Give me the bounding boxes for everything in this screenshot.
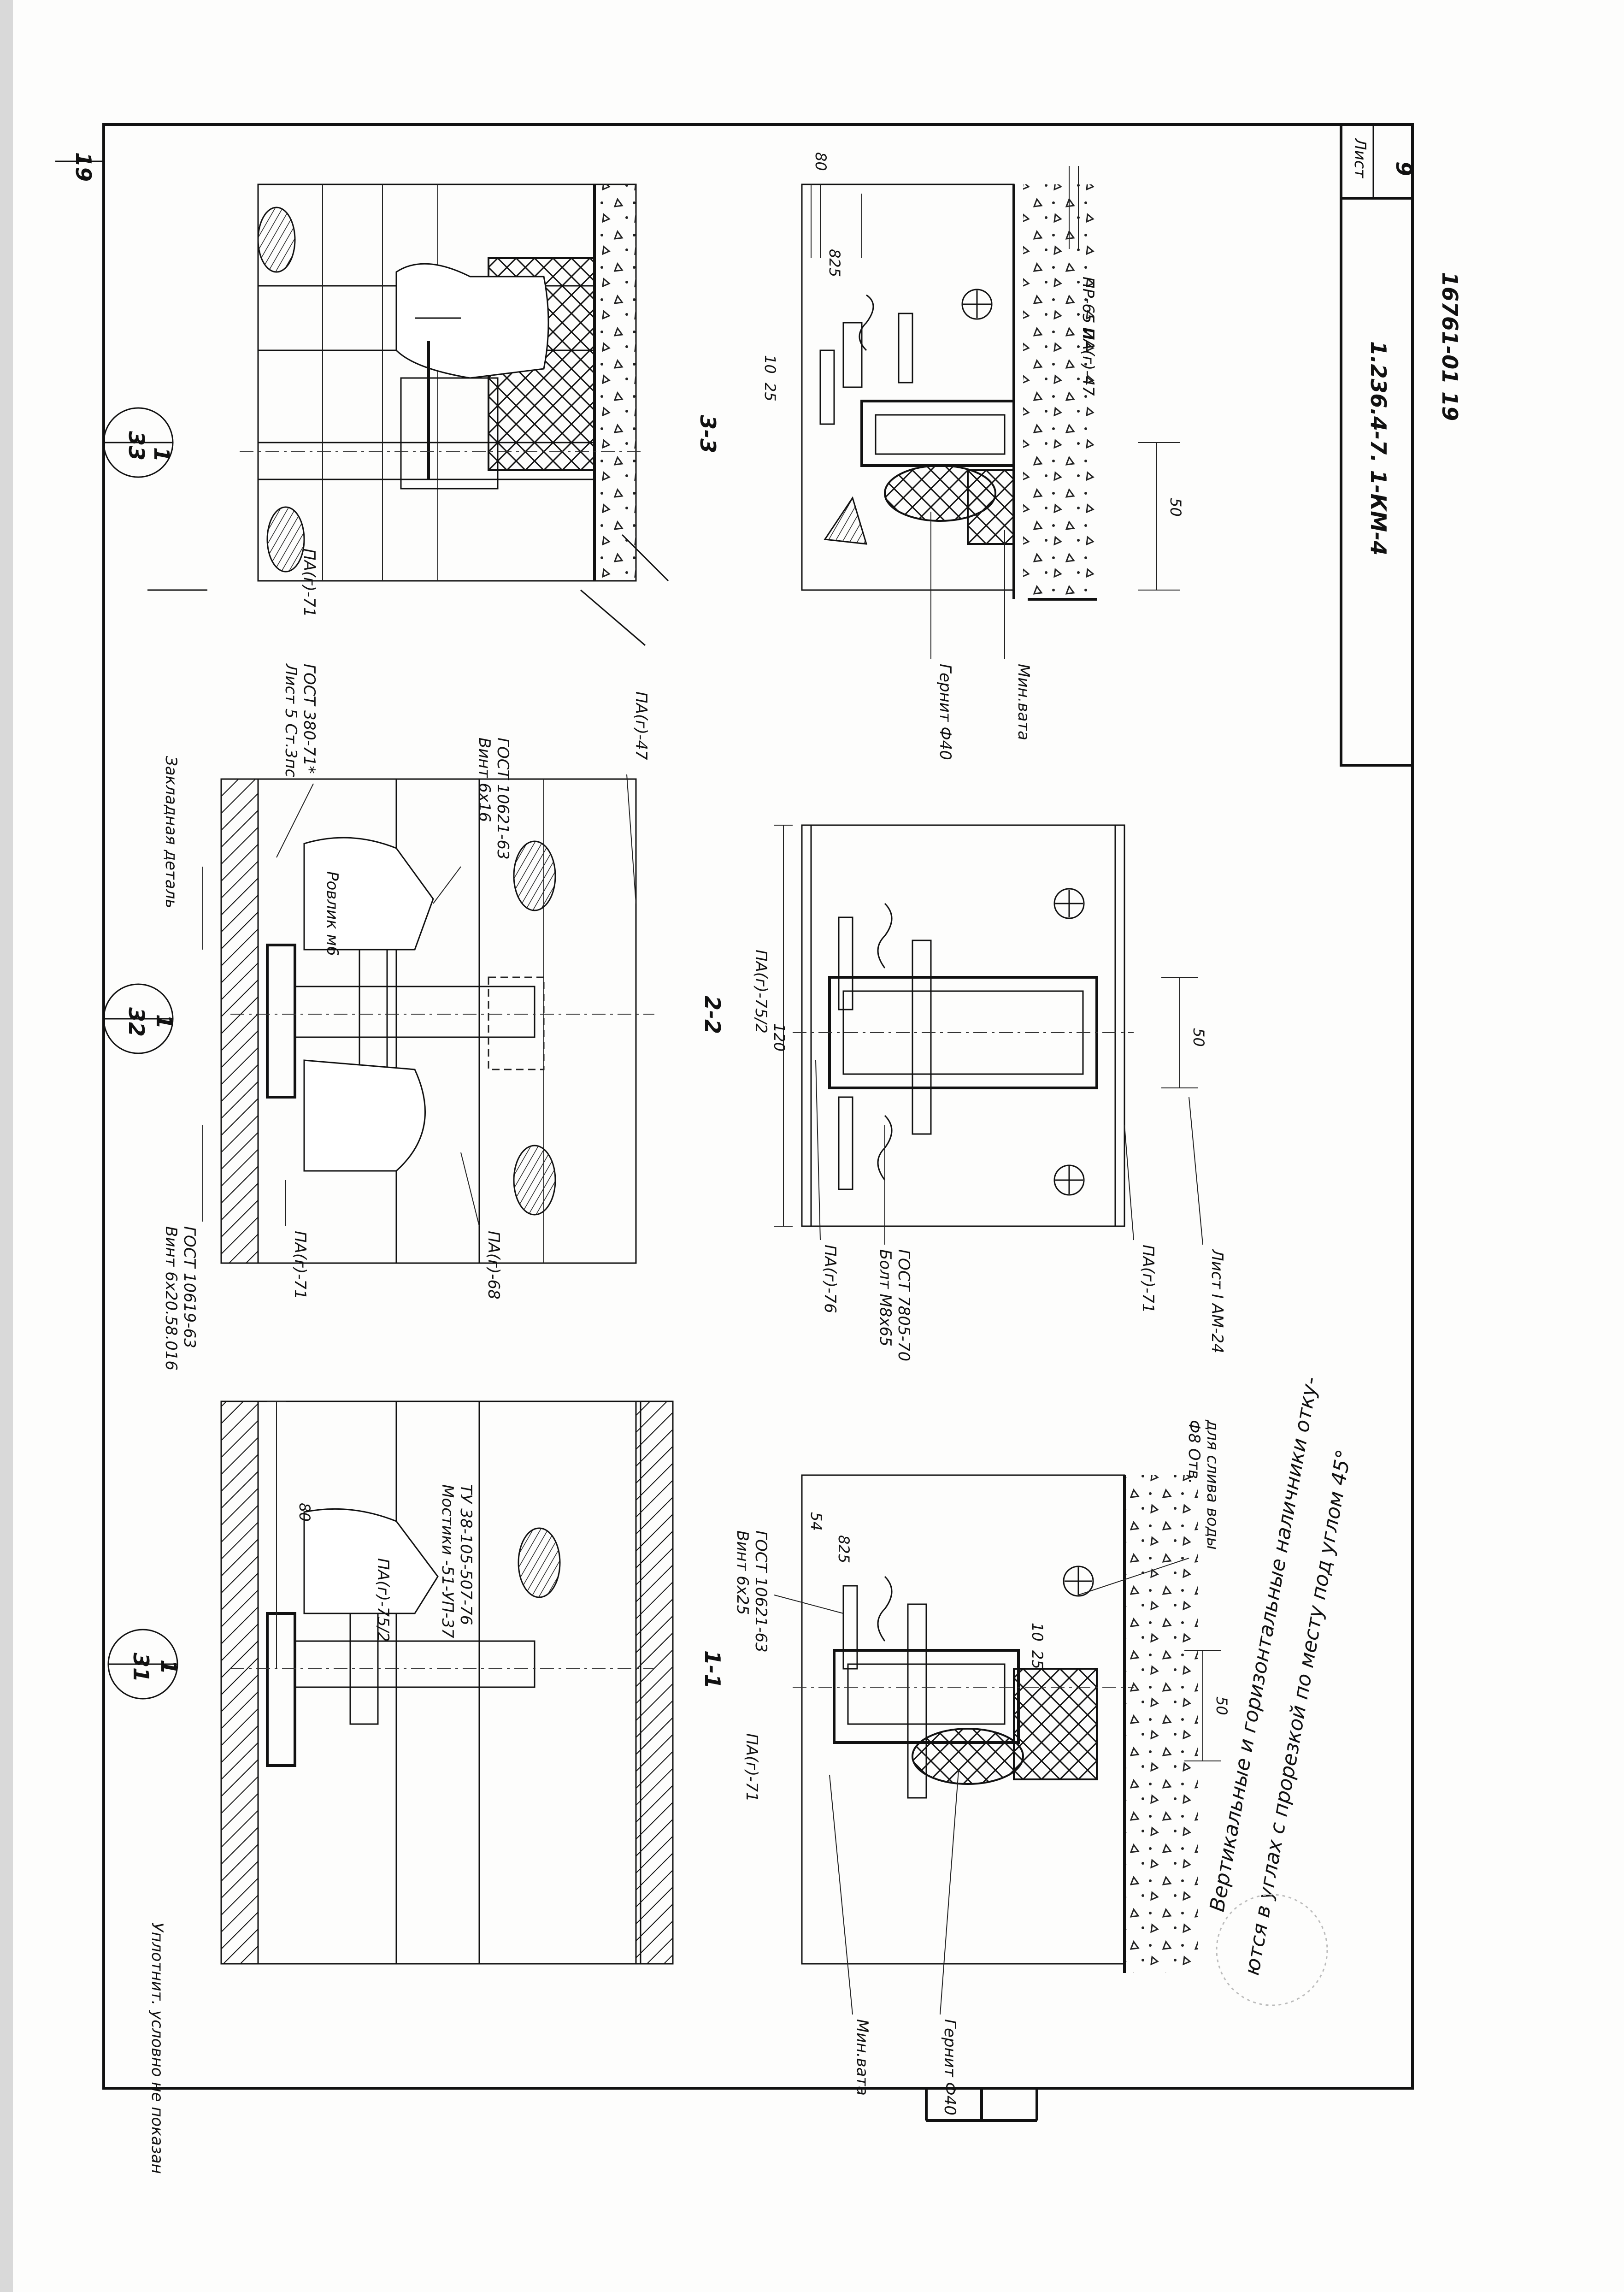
dim-825-b: 825 [835, 1535, 853, 1563]
section-32-top: 32 [124, 1007, 149, 1037]
section-32-plan [220, 778, 654, 1264]
label-vint-b2: ГОСТ 10621-63 [494, 738, 512, 860]
leader-vint-c [774, 1595, 844, 1614]
leader-vint-b [433, 866, 461, 904]
label-bolt2: ГОСТ 7805-70 [894, 1249, 913, 1361]
label-pa71-e: ПА(г)-71 [742, 1733, 761, 1802]
section-32-bottom: 1 [152, 1014, 177, 1029]
label-vint-a1: Винт 6х20.58.016 [162, 1226, 180, 1370]
label-tu: ТУ 38-105-507-76 [457, 1484, 475, 1625]
leader-minvata-b [829, 1774, 853, 2015]
label-pa47-b: ПА(г)-47 [1079, 327, 1097, 396]
label-gernit-b: Гернит Ф40 [941, 2019, 959, 2115]
leader-list-am [1189, 1097, 1203, 1245]
inventory-number: 16761-01 19 [1437, 272, 1462, 421]
bottom-tabs [925, 2088, 1038, 2122]
leader-otv [1078, 1558, 1189, 1595]
label-gernit-a: Гернит Ф40 [936, 664, 954, 760]
leader-3-arrow [621, 534, 669, 582]
stamp-seal [1216, 1894, 1328, 2006]
dim-10-a: 10 [761, 355, 779, 374]
label-pa71-a: ПА(г)-71 [300, 549, 318, 617]
label-otv2: для слива воды [1203, 1419, 1222, 1550]
label-pa71-b: ПА(г)-71 [291, 1231, 309, 1300]
scan-edge [0, 0, 13, 2292]
dim-54: 54 [807, 1512, 825, 1531]
leader-pa47-a2 [626, 774, 636, 904]
label-mostiki: Мостики -51-УП-37 [438, 1484, 457, 1638]
leader-pa76 [815, 1060, 821, 1241]
label-list5-1: Лист 5 Ст.3пс [282, 663, 300, 778]
dim-25-b: 25 [1029, 1650, 1046, 1669]
title-block [1340, 123, 1414, 767]
label-rovlik: Ровлик м6 [323, 871, 341, 956]
label-insulation-note: Уплотнит. условно не показан [148, 1922, 166, 2174]
label-minvata-a: Мин.вата [1014, 664, 1033, 740]
label-pa76: ПА(г)-76 [821, 1245, 839, 1313]
leader-pa71-d [1124, 1124, 1134, 1241]
section-2-2 [774, 824, 1198, 1227]
label-bolt1: Болт М8х65 [876, 1249, 894, 1347]
dim-50-b: 50 [1190, 1028, 1207, 1047]
label-pa75-b: ПА(г)-75/2 [752, 950, 770, 1034]
label-pa75: ПА(г)-75/2 [374, 1558, 392, 1642]
dim-25-a: 25 [761, 383, 779, 402]
dim-80-a: 80 [812, 152, 830, 171]
label-list5-2: ГОСТ 380-71* [300, 664, 318, 774]
dim-80-b: 80 [296, 1503, 313, 1522]
dim-120: 120 [771, 1023, 788, 1051]
dim-50-c: 50 [1213, 1696, 1230, 1715]
label-minvata-b: Мин.вата [853, 2019, 871, 2096]
label-vint-a2: ГОСТ 10619-63 [180, 1226, 199, 1348]
cut-label-1-1: 1-1 [700, 1650, 725, 1689]
section-33-bottom: 1 [149, 447, 174, 462]
dim-50-a: 50 [1167, 498, 1184, 517]
dim-10-b: 10 [1029, 1623, 1046, 1642]
label-pr65: ПР-65 И [1079, 277, 1097, 340]
label-vint-c2: ГОСТ 10621-63 [752, 1530, 770, 1653]
section-31-plan [220, 1400, 674, 1965]
label-pa47-a: ПА(г)-47 [632, 691, 650, 760]
label-otv1: Ф8 Отв. [1185, 1420, 1203, 1484]
sheet-frame [102, 123, 1414, 2090]
label-pa68: ПА(г)-68 [484, 1231, 503, 1300]
section-33-top: 33 [124, 431, 149, 461]
label-list-am: Лист I АМ-24 [1208, 1248, 1226, 1353]
section-33-plan [240, 183, 645, 582]
document-code: 1.236.4-7. 1-КМ-4 [1366, 341, 1391, 555]
section-1-1 [793, 1474, 1221, 1973]
dim-825-a: 825 [826, 249, 843, 277]
section-3-3 [801, 166, 1180, 601]
section-31-top: 31 [129, 1653, 153, 1682]
label-zakladnaya: Закладная деталь [162, 756, 180, 908]
cut-label-2-2: 2-2 [700, 996, 725, 1034]
label-pa71-d: ПА(г)-71 [1139, 1245, 1157, 1313]
sheet-number: 9 [1391, 161, 1416, 176]
leader-list5 [276, 783, 314, 858]
label-vint-c1: Винт 6х25 [733, 1530, 752, 1615]
section-31-bottom: 1 [156, 1660, 181, 1674]
page-number: 19 [71, 152, 96, 182]
leader-gernit-b [940, 1770, 959, 2015]
label-vint-b1: Винт 6х16 [475, 738, 494, 822]
leader-pa68 [460, 1152, 480, 1227]
leader-pa47-a [580, 589, 646, 646]
cut-label-3-3: 3-3 [695, 415, 720, 453]
sheet-label: Лист [1351, 137, 1369, 178]
